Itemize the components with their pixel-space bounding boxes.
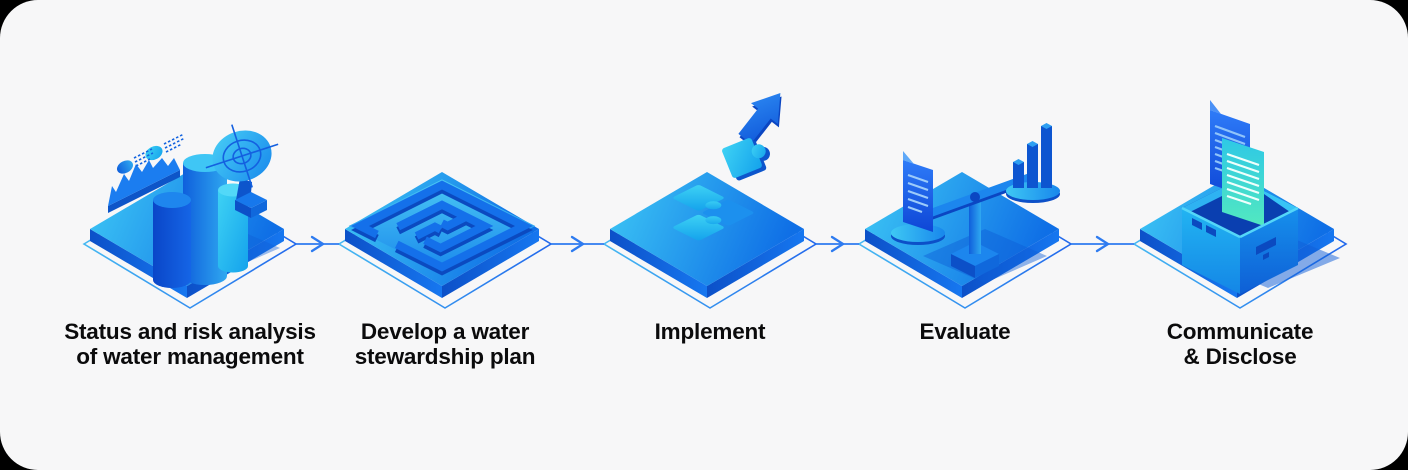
step-label-communicate-disclose: Communicate & Disclose bbox=[1080, 319, 1400, 369]
step-label-line: stewardship plan bbox=[354, 343, 536, 369]
step-label-line: of water management bbox=[76, 343, 304, 369]
box-slot-left bbox=[1192, 218, 1202, 230]
puzzle-pieces-arrow-icon bbox=[602, 93, 818, 309]
data-discs bbox=[116, 133, 186, 174]
left-pan-document bbox=[891, 151, 945, 245]
step-label-line: Develop a water bbox=[360, 319, 530, 344]
maze-icon bbox=[337, 172, 553, 309]
archive-box-documents-icon bbox=[1132, 100, 1348, 309]
connector-arrow bbox=[816, 235, 859, 253]
growth-arrow bbox=[738, 93, 782, 148]
archive-box bbox=[1181, 100, 1299, 294]
step-label-implement: Implement bbox=[550, 319, 870, 345]
step-label-line: Communicate bbox=[1166, 319, 1314, 344]
connector-arrow bbox=[296, 235, 339, 253]
document-teal bbox=[1222, 138, 1264, 226]
step-label-line: Status and risk analysis bbox=[64, 319, 316, 344]
connector-arrow bbox=[1071, 235, 1134, 253]
flying-puzzle-piece bbox=[722, 138, 770, 181]
area-chart bbox=[108, 158, 180, 213]
analytics-bar-chart-radar-icon bbox=[82, 124, 298, 309]
box-slot-left-2 bbox=[1206, 225, 1216, 237]
step-label-line: & Disclose bbox=[1183, 343, 1297, 369]
step-label-status-risk-analysis: Status and risk analysis of water manage… bbox=[30, 319, 350, 369]
step-label-evaluate: Evaluate bbox=[805, 319, 1125, 345]
chevron-right-icon bbox=[570, 235, 585, 253]
balance-scale-icon bbox=[857, 123, 1073, 309]
chevron-right-icon bbox=[310, 235, 325, 253]
step-label-line: Implement bbox=[654, 319, 766, 344]
scale-base bbox=[951, 194, 999, 278]
maze bbox=[348, 179, 536, 272]
puzzle-pieces bbox=[673, 185, 754, 241]
connector-arrow bbox=[551, 235, 604, 253]
chevron-right-icon bbox=[830, 235, 845, 253]
right-pan-bars bbox=[1006, 123, 1060, 203]
step-label-line: Evaluate bbox=[919, 319, 1011, 344]
chevron-right-icon bbox=[1095, 235, 1110, 253]
box-handle-right bbox=[1256, 237, 1276, 255]
step-label-develop-plan: Develop a water stewardship plan bbox=[285, 319, 605, 369]
radar-target-icon bbox=[205, 124, 279, 218]
